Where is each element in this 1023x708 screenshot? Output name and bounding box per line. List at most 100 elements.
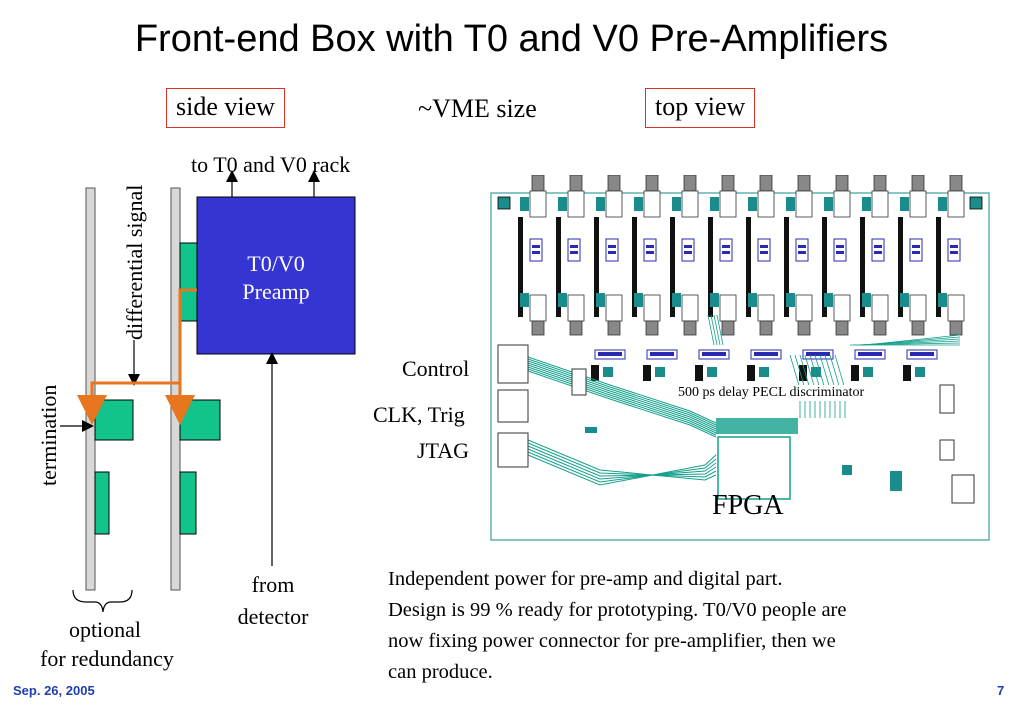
channel-chip <box>567 238 581 262</box>
channel-chip <box>719 238 733 262</box>
pcb-traces <box>527 314 961 486</box>
channel-connector <box>719 294 737 322</box>
channel-pad <box>786 293 795 307</box>
clk-trig-connector <box>497 389 529 423</box>
top-view-label: top view <box>645 88 756 128</box>
channel-bar <box>632 217 637 317</box>
description-line: can produce. <box>388 661 493 683</box>
channel-pad <box>558 293 567 307</box>
right-upper-connector <box>179 399 221 441</box>
channel-pad <box>748 197 757 211</box>
right-lower-connector <box>179 471 197 535</box>
channel-pad <box>672 197 681 211</box>
channel-bar <box>898 217 903 317</box>
channel-cap <box>797 175 811 192</box>
channel-bar <box>556 217 561 317</box>
channel-pad <box>558 197 567 211</box>
channel-chip <box>605 238 619 262</box>
discriminator-label: 500 ps delay PECL discriminator <box>678 385 865 401</box>
to-rack-label: to T0 and V0 rack <box>191 152 351 177</box>
channel-connector <box>909 190 927 218</box>
description-line: Independent power for pre-amp and digita… <box>388 568 783 590</box>
page-number: 7 <box>997 683 1005 698</box>
optional-label: optional <box>68 617 142 642</box>
pcb-trace <box>716 314 724 346</box>
clk-trig-label: CLK, Trig <box>373 402 465 427</box>
channel-pad <box>862 197 871 211</box>
channel-pad <box>520 197 529 211</box>
channel-cap <box>721 320 735 336</box>
channel-connector <box>681 190 699 218</box>
left-upper-connector <box>94 399 134 441</box>
channel-connector <box>643 294 661 322</box>
channel-cap <box>949 175 963 192</box>
channel-cap <box>759 175 773 192</box>
channel-connector <box>871 294 889 322</box>
channel-chip <box>833 238 847 262</box>
channel-pad <box>786 197 795 211</box>
channel-cap <box>607 175 621 192</box>
channel-cap <box>911 175 925 192</box>
for-redundancy-label: for redundancy <box>40 646 174 671</box>
channel-chip <box>909 238 923 262</box>
channel-pad <box>824 197 833 211</box>
fpga-label: FPGA <box>712 490 784 521</box>
detector-label: detector <box>237 604 309 629</box>
description-paragraph: Independent power for pre-amp and digita… <box>388 564 998 688</box>
termination-label: termination <box>36 384 61 486</box>
channel-pad <box>824 293 833 307</box>
left-lower-connector <box>94 471 110 535</box>
channel-cap <box>607 320 621 336</box>
channel-cap <box>721 175 735 192</box>
channel-chip <box>947 238 961 262</box>
pcb-trace <box>527 360 717 428</box>
channel-cap <box>835 175 849 192</box>
vme-size-label: ~VME size <box>418 94 537 123</box>
channel-cap <box>645 175 659 192</box>
channel-cap <box>835 320 849 336</box>
channel-bar <box>784 217 789 317</box>
channel-pad <box>596 293 605 307</box>
differential-signal-label: differential signal <box>122 184 147 340</box>
preamp-box <box>196 196 356 355</box>
channel-cap <box>911 320 925 336</box>
pcb-trace <box>527 366 717 434</box>
control-label: Control <box>402 356 470 381</box>
channel-connector <box>605 294 623 322</box>
channel-bar <box>670 217 675 317</box>
preamp-label: T0/V0 Preamp <box>197 250 355 306</box>
channel-connector <box>529 294 547 322</box>
channel-columns <box>518 175 965 381</box>
channel-connector <box>795 294 813 322</box>
channel-cap <box>949 320 963 336</box>
pcb-trace <box>713 314 721 346</box>
channel-pad <box>634 197 643 211</box>
channel-bar <box>594 217 599 317</box>
channel-connector <box>567 190 585 218</box>
channel-cap <box>759 320 773 336</box>
control-connector <box>497 344 529 384</box>
pcb-trace <box>527 362 717 430</box>
pcb-trace <box>710 314 718 346</box>
channel-connector <box>871 190 889 218</box>
channel-pad <box>900 197 909 211</box>
channel-connector <box>757 190 775 218</box>
channel-pad <box>520 293 529 307</box>
channel-connector <box>909 294 927 322</box>
channel-connector <box>795 190 813 218</box>
channel-connector <box>947 294 965 322</box>
pcb-trace <box>707 314 715 346</box>
channel-chip <box>757 238 771 262</box>
channel-bar <box>518 217 523 317</box>
channel-chip <box>871 238 885 262</box>
jtag-connector <box>497 432 529 468</box>
side-view-diagram <box>60 170 356 613</box>
channel-pad <box>938 197 947 211</box>
channel-bar <box>822 217 827 317</box>
channel-pad <box>710 197 719 211</box>
channel-connector <box>567 294 585 322</box>
description-line: Design is 99 % ready for prototyping. T0… <box>388 599 847 621</box>
channel-cap <box>531 175 545 192</box>
channel-pad <box>634 293 643 307</box>
channel-cap <box>873 175 887 192</box>
